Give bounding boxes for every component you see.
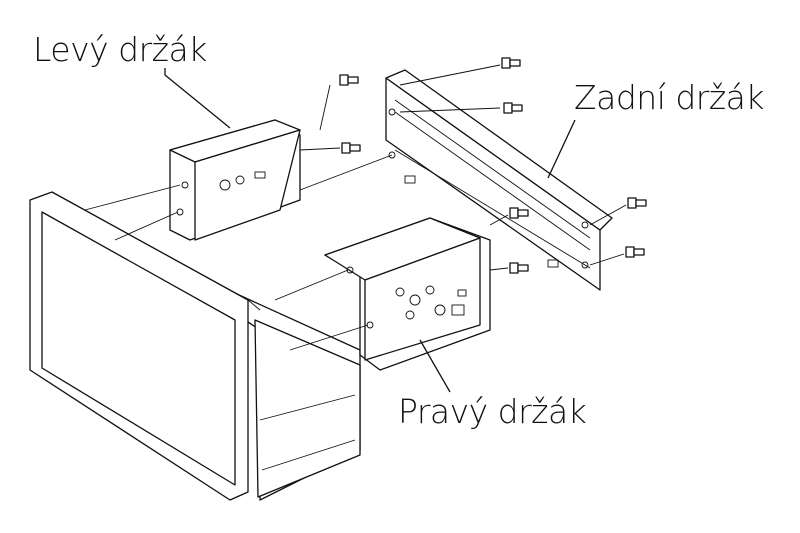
left-bracket	[169, 119, 301, 241]
screws	[339, 57, 647, 274]
right-bracket-label: Pravý držák	[398, 392, 587, 431]
right-bracket	[324, 217, 491, 371]
rear-bracket-label: Zadní držák	[574, 78, 765, 117]
head-unit	[29, 191, 361, 501]
guide-lines	[84, 64, 627, 351]
left-bracket-label: Levý držák	[33, 30, 207, 69]
label-leaders	[164, 68, 576, 393]
